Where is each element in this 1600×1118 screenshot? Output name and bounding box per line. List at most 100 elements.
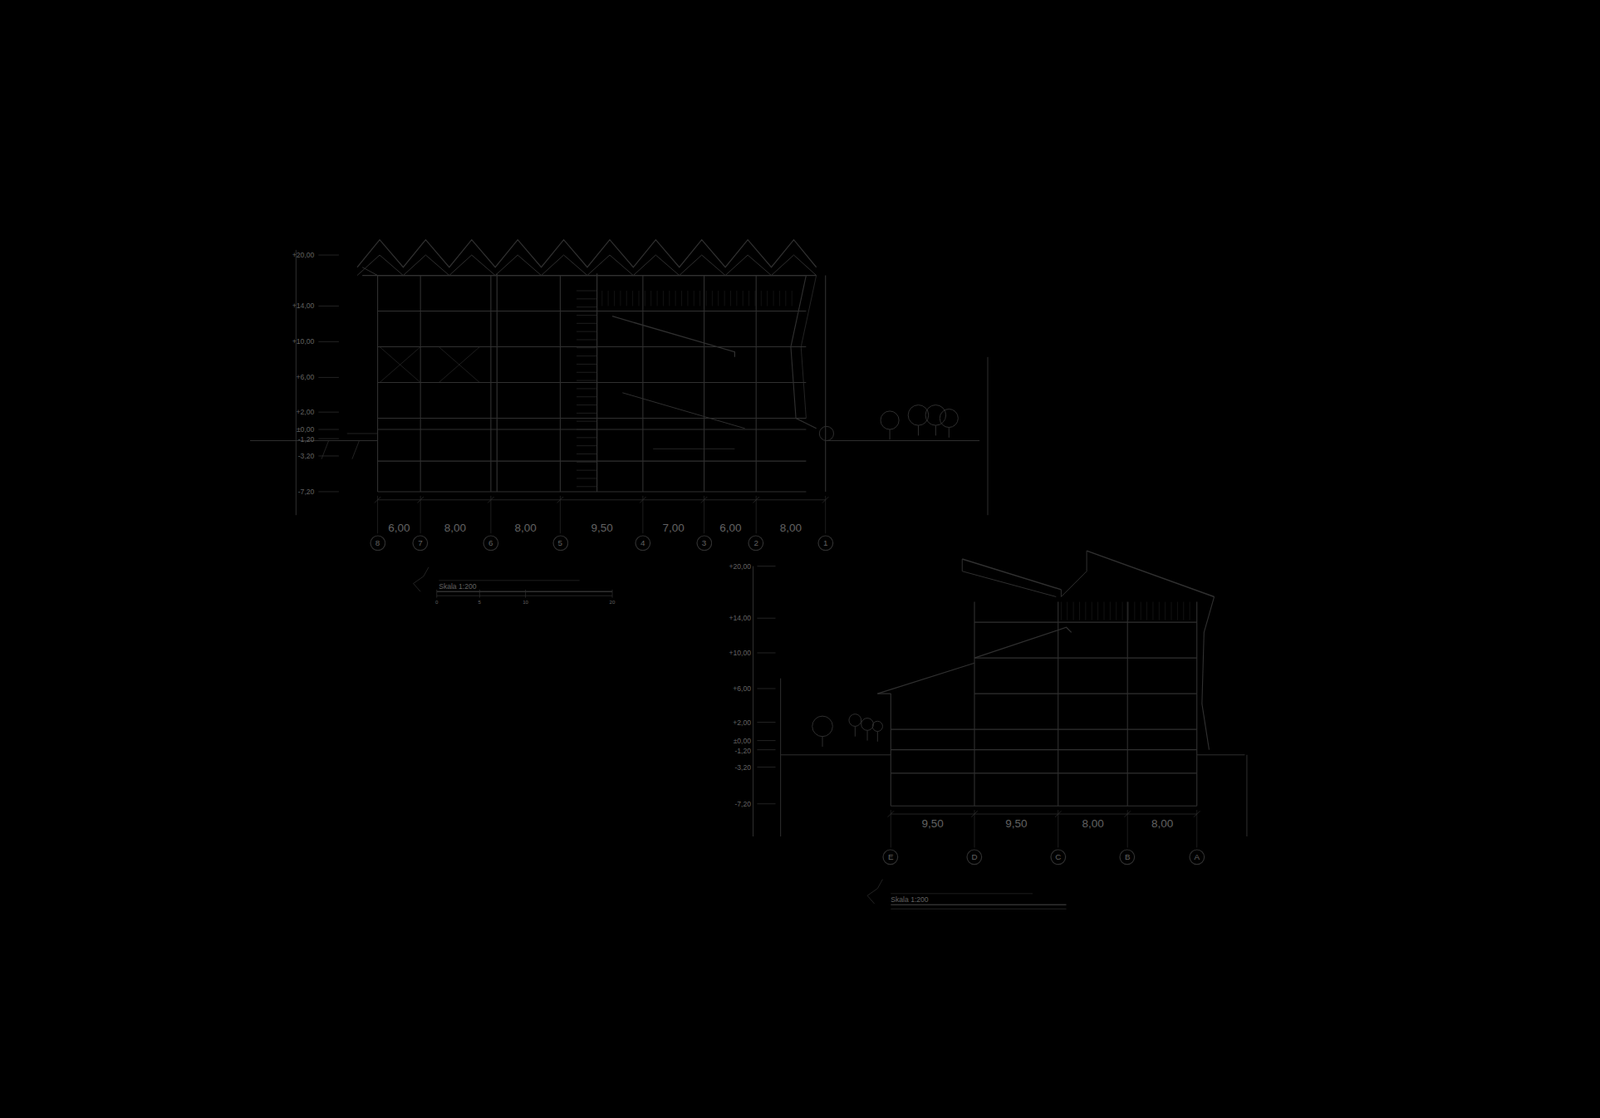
tree-trunk: [889, 429, 891, 440]
grid-bubble: 5: [552, 534, 570, 552]
dimension-tick: [701, 496, 707, 503]
grid-axis: [755, 495, 757, 534]
grid-circle-outline: [696, 535, 712, 551]
facade-grid: [766, 290, 768, 306]
floor-line: [377, 428, 807, 430]
floor-line: [377, 417, 807, 419]
facade-grid: [657, 290, 658, 306]
tribune: [652, 448, 735, 450]
facade-grid: [1097, 602, 1099, 621]
level-mark: -1,20: [298, 436, 315, 444]
dimension-text: 8,00: [514, 523, 536, 535]
dimension-tick: [417, 496, 423, 503]
facade-grid: [699, 290, 701, 306]
grid-bubble: E: [882, 849, 899, 866]
dimension-text: 6,00: [387, 523, 410, 535]
facade-grid: [1133, 602, 1135, 621]
dimension-text: 9,50: [922, 819, 944, 831]
scale-bar: [436, 591, 613, 593]
dimension-text: 8,00: [1081, 819, 1104, 831]
grid-circle-outline: [818, 535, 834, 551]
stair-line: [576, 347, 598, 349]
tree-trunk: [854, 726, 856, 737]
level-axis: [752, 566, 754, 837]
level-mark: +14,00: [729, 614, 751, 623]
grid-bubble: C: [1050, 849, 1067, 866]
stair-line: [576, 387, 598, 389]
roof-truss: [357, 255, 817, 276]
level-tick: [756, 803, 776, 805]
column-line: [377, 275, 378, 492]
tree-trunk: [917, 425, 919, 436]
level-tick: [318, 429, 339, 431]
stair-line: [576, 429, 598, 431]
column-line: [420, 275, 422, 492]
floor-line: [377, 382, 807, 383]
stair-line: [576, 453, 598, 455]
stair-line: [576, 323, 598, 324]
floor-line: [377, 346, 807, 348]
level-tick: [318, 490, 339, 492]
level-tick: [318, 412, 339, 413]
stair-line: [576, 380, 598, 382]
roof-line: [877, 662, 975, 694]
level-tick: [756, 687, 776, 689]
site-line: [780, 678, 781, 837]
column-line: [824, 275, 826, 492]
facade-grid: [754, 290, 756, 306]
facade-grid: [736, 290, 737, 306]
roof-eave: [362, 267, 378, 276]
tree-symbol: [872, 721, 883, 732]
roof-line: [1086, 550, 1215, 597]
grid-label: 3: [696, 534, 713, 548]
grid-label: C: [1050, 849, 1067, 862]
facade-grid: [724, 290, 726, 306]
facade-grid: [717, 290, 719, 306]
facade-grid: [1109, 602, 1111, 621]
brace: [438, 347, 480, 383]
floor-line: [974, 622, 1198, 624]
level-tick: [318, 438, 339, 440]
grid-label: 5: [552, 534, 570, 548]
facade-grid: [1103, 602, 1105, 621]
brace: [438, 347, 480, 383]
site-line: [1246, 755, 1247, 837]
grid-circle-outline: [553, 535, 569, 551]
grid-bubble: 1: [817, 534, 835, 552]
facade-grid: [1091, 602, 1093, 621]
floor-line: [890, 729, 1197, 731]
column-line: [490, 275, 491, 492]
facade-grid: [711, 290, 713, 306]
grid-axis: [890, 809, 892, 848]
ground-hatch: [321, 441, 329, 460]
grid-label: D: [966, 849, 983, 862]
grid-axis: [974, 809, 976, 848]
facade-grid: [693, 290, 695, 306]
grid-circle-outline: [483, 535, 499, 551]
facade-grid: [1140, 602, 1142, 621]
floor-line: [890, 749, 1197, 751]
facade-grid: [601, 290, 603, 306]
scale-tick: [525, 589, 526, 599]
level-tick: [756, 652, 776, 653]
level-mark: ±0,00: [296, 426, 315, 434]
facade-grid: [1158, 602, 1160, 621]
column-line: [642, 275, 643, 492]
level-tick: [756, 740, 776, 742]
level-tick: [318, 305, 339, 307]
grid-label: 7: [412, 534, 429, 548]
grid-axis: [377, 495, 378, 534]
brace: [379, 347, 421, 383]
facade-grid: [779, 290, 781, 306]
column-line: [703, 275, 705, 492]
floor-line: [890, 772, 1197, 774]
facade-grid: [1122, 602, 1124, 621]
grid-bubble: 7: [412, 534, 429, 552]
facade-grid: [1171, 602, 1173, 621]
stair-line: [576, 290, 598, 292]
dimension-text: 9,50: [1005, 819, 1027, 831]
grid-label: A: [1188, 849, 1206, 862]
level-tick: [756, 766, 776, 768]
stair-line: [576, 477, 598, 479]
grid-circle-outline: [1119, 849, 1135, 865]
